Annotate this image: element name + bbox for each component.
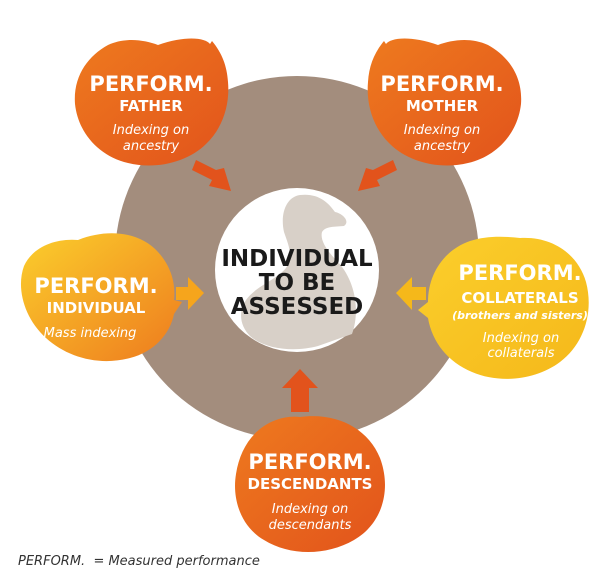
arrow-descendants-to-center xyxy=(282,369,318,412)
mother-desc-line2: ancestry xyxy=(414,139,471,154)
collaterals-desc-line2: collaterals xyxy=(487,346,554,361)
collaterals-title: PERFORM. xyxy=(458,261,581,285)
collaterals-subtitle: COLLATERALS xyxy=(461,289,578,307)
individual-bubble xyxy=(20,233,183,362)
node-descendants: PERFORM. DESCENDANTS Indexing on descend… xyxy=(235,416,385,552)
arrow-father-to-center xyxy=(192,160,231,191)
arrow-mother-to-center xyxy=(358,160,397,191)
node-father: PERFORM. FATHER Indexing on ancestry xyxy=(74,38,229,166)
mother-desc-line1: Indexing on xyxy=(404,123,480,138)
descendants-desc-line2: descendants xyxy=(269,518,352,533)
duck-icon xyxy=(241,194,356,350)
individual-title: PERFORM. xyxy=(34,274,157,298)
father-subtitle: FATHER xyxy=(119,97,183,115)
mother-subtitle: MOTHER xyxy=(406,97,479,115)
arrow-individual-to-center xyxy=(176,277,204,310)
father-bubble xyxy=(74,38,229,166)
individual-desc-line1: Mass indexing xyxy=(44,326,137,341)
father-title: PERFORM. xyxy=(89,72,212,96)
collaterals-desc-line1: Indexing on xyxy=(483,331,559,346)
center-label-line2: TO BE xyxy=(259,270,336,296)
collaterals-note: (brothers and sisters) xyxy=(452,309,588,322)
center-label-line3: ASSESSED xyxy=(231,294,364,320)
mother-title: PERFORM. xyxy=(380,72,503,96)
individual-subtitle: INDIVIDUAL xyxy=(47,299,146,317)
father-desc-line2: ancestry xyxy=(123,139,180,154)
descendants-desc-line1: Indexing on xyxy=(272,502,348,517)
descendants-subtitle: DESCENDANTS xyxy=(248,475,373,493)
descendants-bubble xyxy=(235,416,385,552)
node-collaterals: PERFORM. COLLATERALS (brothers and siste… xyxy=(418,236,589,379)
descendants-title: PERFORM. xyxy=(248,450,371,474)
node-individual: PERFORM. INDIVIDUAL Mass indexing xyxy=(20,233,183,362)
mother-bubble xyxy=(367,38,522,166)
arrow-collaterals-to-center xyxy=(396,277,426,310)
node-mother: PERFORM. MOTHER Indexing on ancestry xyxy=(367,38,522,166)
collaterals-bubble xyxy=(418,236,589,379)
legend-text: PERFORM. = Measured performance xyxy=(18,554,260,569)
father-desc-line1: Indexing on xyxy=(113,123,189,138)
center-label-line1: INDIVIDUAL xyxy=(221,246,373,272)
